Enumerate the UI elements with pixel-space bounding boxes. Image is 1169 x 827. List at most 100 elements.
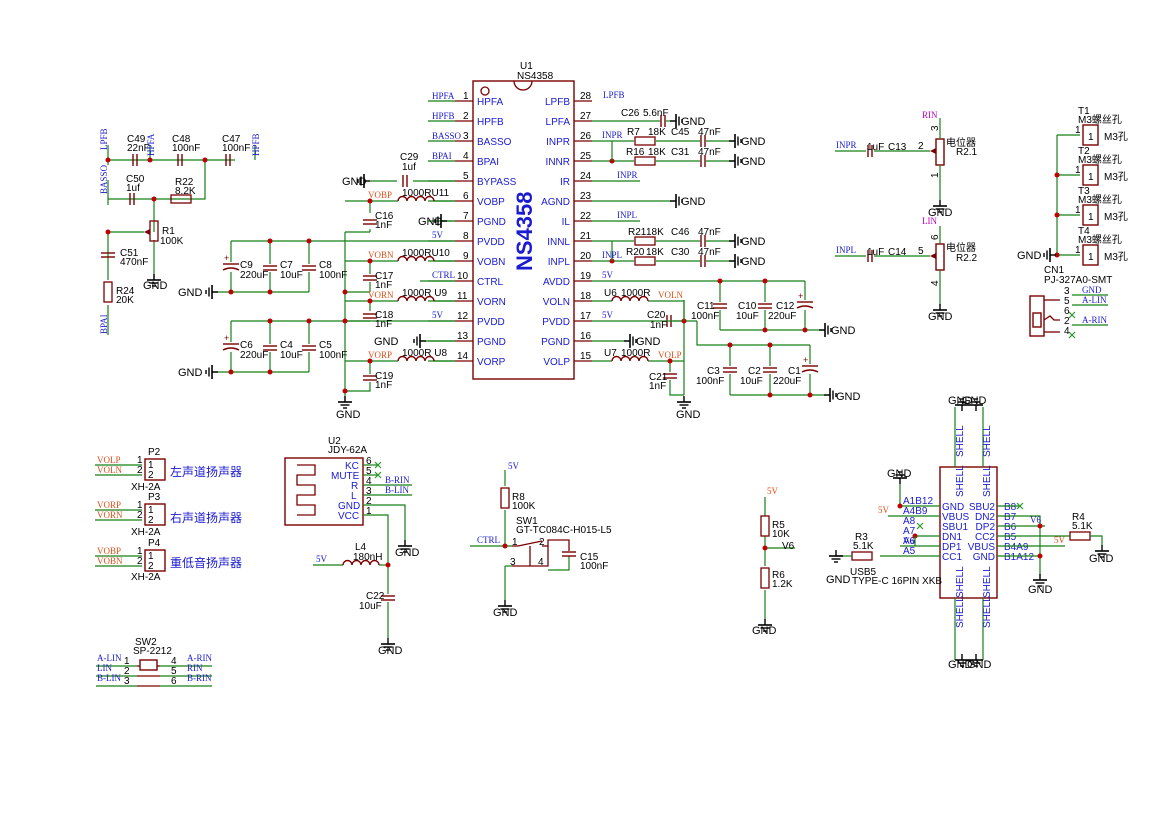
sw2-ref: SW2 xyxy=(135,637,157,648)
net-ctrl: CTRL xyxy=(477,535,500,545)
c20-ref: C20 xyxy=(647,310,666,321)
svg-text:5: 5 xyxy=(366,466,372,477)
pin-mute: MUTE xyxy=(331,471,360,482)
c15-value: 100nF xyxy=(580,561,608,572)
subwoofer-label: 重低音扬声器 xyxy=(170,555,242,570)
c45-value: 47nF xyxy=(698,127,721,138)
net-label: HPFA xyxy=(432,91,455,101)
svg-text:4: 4 xyxy=(1064,326,1070,337)
c21-value: 1nF xyxy=(649,381,666,392)
u1-body-label: NS4358 xyxy=(512,191,537,271)
svg-text:1: 1 xyxy=(148,505,154,516)
svg-text:2: 2 xyxy=(148,470,154,481)
pin-number: 20 xyxy=(580,251,592,262)
c2-value: 10uF xyxy=(740,376,763,387)
u1-value: NS4358 xyxy=(517,71,554,82)
usb-typec-connector: USB5 TYPE-C 16PIN XKB A1B12GNDA4B9VBUSA8… xyxy=(826,395,1114,671)
t2-m3: M3孔 xyxy=(1104,171,1128,183)
svg-text:1: 1 xyxy=(1075,205,1081,216)
usb-pin-id: A8 xyxy=(903,516,916,527)
c18-value: 1nF xyxy=(375,319,392,330)
c3-ref: C3 xyxy=(707,366,720,377)
pin-number: 8 xyxy=(463,231,469,242)
net-basso: BASSO xyxy=(99,164,109,194)
gnd-label: GND xyxy=(1028,584,1053,596)
c46-ref: C46 xyxy=(671,227,690,238)
svg-text:1: 1 xyxy=(1075,245,1081,256)
gnd-label: GND xyxy=(418,216,443,228)
pin-name-vorp: VORP xyxy=(477,357,506,368)
net-inpr: INPR xyxy=(836,140,857,150)
pin-number: 19 xyxy=(580,271,592,282)
pin-number: 23 xyxy=(580,191,592,202)
usb-value: TYPE-C 16PIN XKB xyxy=(852,576,942,587)
r7-ref: R7 xyxy=(627,127,640,138)
usb-pin-name: CC1 xyxy=(942,552,962,563)
net-lin: LIN xyxy=(922,216,937,226)
svg-text:5: 5 xyxy=(171,666,177,677)
net-5v: 5V xyxy=(432,230,444,240)
svg-text:1: 1 xyxy=(1088,212,1094,223)
c31-value: 47nF xyxy=(698,147,721,158)
gnd-label: GND xyxy=(342,176,367,188)
usb-pin-name: DN2 xyxy=(975,512,995,523)
r21-value: 18K xyxy=(646,227,664,238)
usb-pin-id: B4A9 xyxy=(1004,542,1029,553)
c14-ref: C14 xyxy=(888,247,907,258)
r4-ref: R4 xyxy=(1072,512,1085,523)
net-voln: VOLN xyxy=(97,465,122,475)
svg-text:1: 1 xyxy=(148,460,154,471)
net-volp: VOLP xyxy=(97,455,121,465)
svg-text:2: 2 xyxy=(918,141,924,152)
svg-text:1: 1 xyxy=(1088,132,1094,143)
usb-pin-id: B6 xyxy=(1004,522,1017,533)
sw1-ref: SW1 xyxy=(516,516,538,527)
c1-ref: C1 xyxy=(788,366,801,377)
mount-holes: GND 11 11 11 11 T1 M3螺丝孔 M3孔 T2 M3螺丝孔 M3… xyxy=(1017,106,1128,339)
c9-ref: C9 xyxy=(240,260,253,271)
switch-sw2: 123 456 SW2 SP-2212 A-LIN LIN B-LIN A-RI… xyxy=(96,637,212,687)
pin-name-hpfa: HPFA xyxy=(477,97,503,108)
svg-text:2: 2 xyxy=(366,496,372,507)
r22-ref: R22 xyxy=(175,177,194,188)
pin-number: 14 xyxy=(457,351,469,362)
svg-text:4: 4 xyxy=(538,557,544,568)
gnd-label: GND xyxy=(336,409,361,421)
pin-name-vobp: VOBP xyxy=(477,197,505,208)
c18-ref: C18 xyxy=(375,310,394,321)
r3-value: 5.1K xyxy=(853,541,874,552)
l4-value: 180nH xyxy=(353,552,382,563)
usb-pin-id: A7 xyxy=(903,526,916,537)
net-vorn: VORN xyxy=(97,510,123,520)
pin-number: 24 xyxy=(580,171,592,182)
r5-ref: R5 xyxy=(772,520,785,531)
c46-value: 47nF xyxy=(698,227,721,238)
net-vobn: VOBN xyxy=(368,250,394,260)
gnd-label: GND xyxy=(395,547,420,559)
c26-ref: C26 xyxy=(621,108,640,119)
t4-value: M3螺丝孔 xyxy=(1078,234,1122,246)
net-b-lin: B-LIN xyxy=(385,485,409,495)
t2-value: M3螺丝孔 xyxy=(1078,154,1122,166)
gnd-label: GND xyxy=(636,336,661,348)
c7-ref: C7 xyxy=(280,260,293,271)
pin-name-inpl: INPL xyxy=(548,257,571,268)
net-label: BPAI xyxy=(432,151,452,161)
cn1-value: PJ-327A0-SMT xyxy=(1044,275,1112,286)
shell-label: SHELL xyxy=(982,465,993,497)
r20-ref: R20 xyxy=(626,247,645,258)
u1-ref: U1 xyxy=(520,61,533,72)
c9-value: 220uF xyxy=(240,270,268,281)
net-vobp: VOBP xyxy=(97,546,121,556)
pin-number: 22 xyxy=(580,211,592,222)
svg-text:2: 2 xyxy=(539,537,545,548)
pin-number: 18 xyxy=(580,291,592,302)
t1-value: M3螺丝孔 xyxy=(1078,114,1122,126)
c17-value: 1nF xyxy=(375,280,392,291)
pin-name-innl: INNL xyxy=(547,237,570,248)
pin-name-pgnd: PGND xyxy=(541,337,570,348)
pin-number: 2 xyxy=(463,111,469,122)
usb-pin-id: B8 xyxy=(1004,502,1017,513)
r3-ref: R3 xyxy=(855,532,868,543)
u8-label: 1000R U8 xyxy=(402,348,447,359)
